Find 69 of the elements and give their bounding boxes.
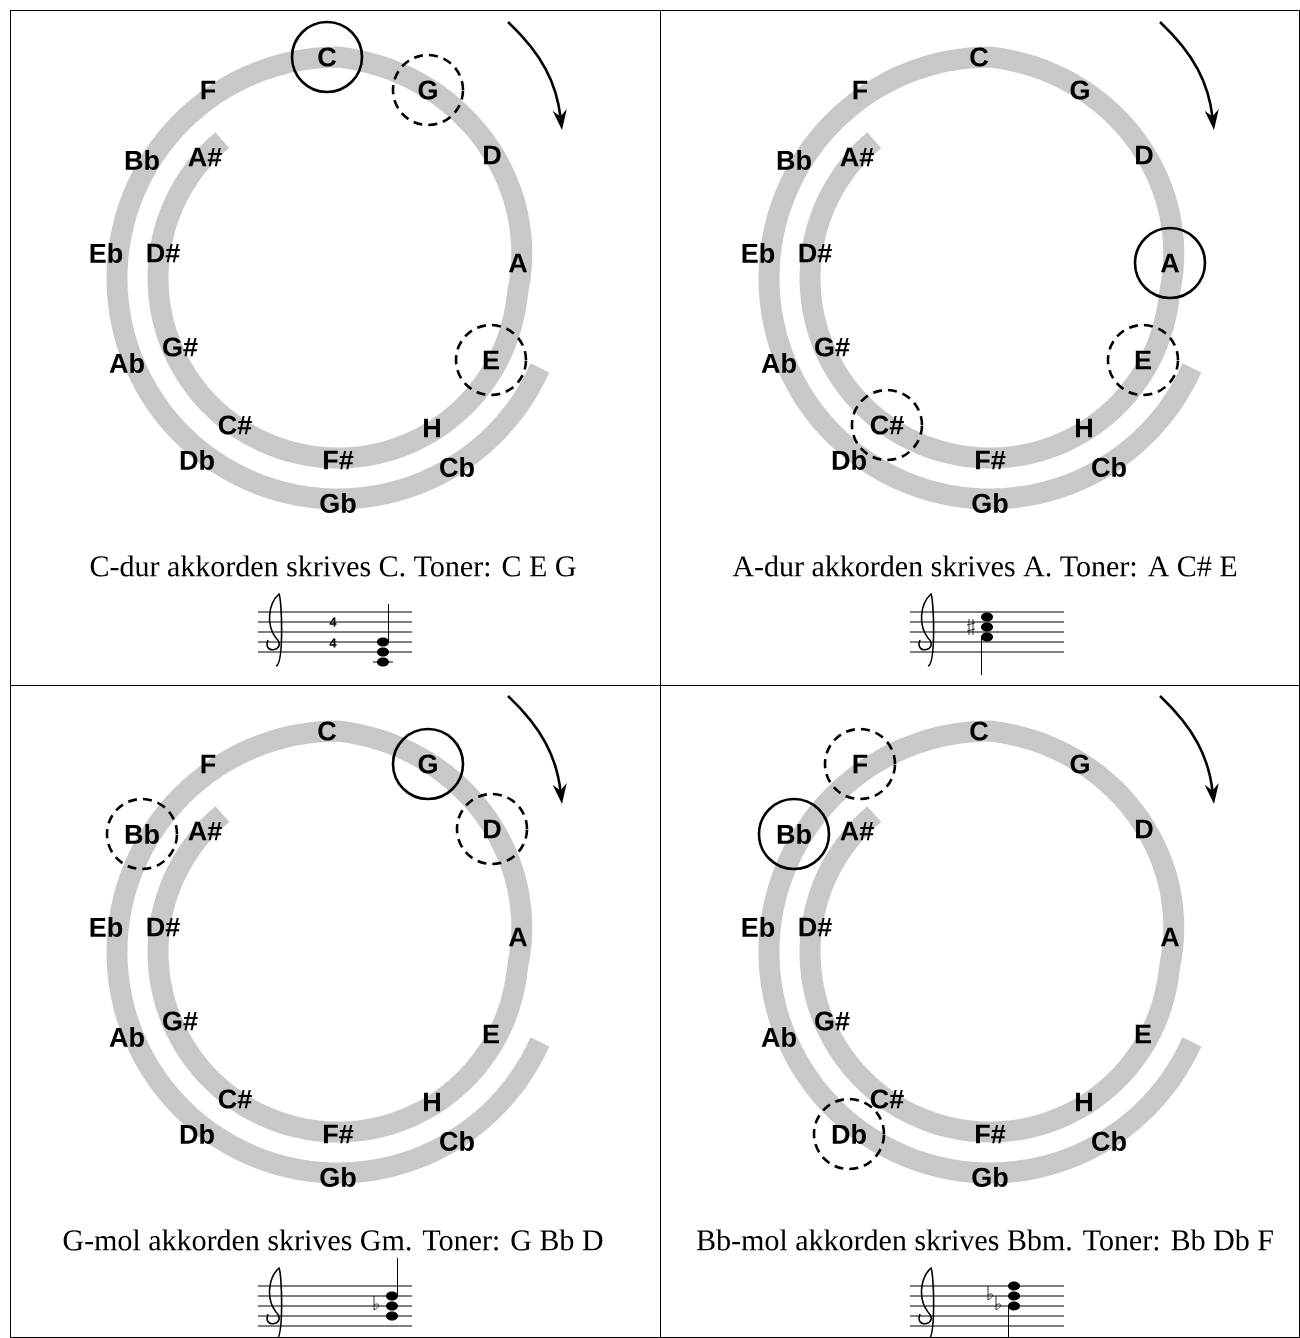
note-label: G	[1070, 80, 1089, 100]
note-label: A	[508, 253, 528, 273]
note-label: D#	[799, 243, 832, 263]
note-label: A#	[840, 147, 874, 167]
note-label: Db	[180, 1124, 214, 1144]
note-label: Gb	[320, 493, 356, 513]
circled-note: G	[391, 727, 465, 801]
note-label: Bb	[777, 150, 811, 170]
note-label: D	[1136, 145, 1153, 165]
note-label: C	[318, 721, 336, 741]
note-label: Db	[180, 450, 214, 470]
circled-note: C	[290, 20, 364, 94]
circled-note: Bb	[757, 797, 831, 871]
note-label: F	[201, 80, 216, 100]
note-label: C	[970, 47, 988, 67]
circled-note: E	[454, 323, 528, 397]
note-label: H	[1076, 418, 1092, 438]
note-label: Eb	[742, 917, 775, 937]
note-label: Eb	[90, 243, 123, 263]
note-label: F#	[324, 1124, 354, 1144]
circled-note: G	[391, 53, 465, 127]
note-label: Ab	[761, 1027, 796, 1047]
note-label: A#	[840, 821, 874, 841]
note-label: G#	[815, 337, 850, 357]
note-label: F#	[976, 450, 1006, 470]
circled-note: D	[455, 792, 529, 866]
note-label: A#	[188, 147, 222, 167]
circled-note: F	[823, 727, 897, 801]
note-label: D#	[799, 917, 832, 937]
note-label: Gb	[320, 1167, 356, 1187]
note-label: F	[853, 80, 868, 100]
note-label: G#	[163, 337, 198, 357]
note-label: F	[201, 754, 216, 774]
note-label: Ab	[109, 353, 144, 373]
note-label: C#	[218, 1089, 252, 1109]
circled-note: Bb	[105, 797, 179, 871]
note-label: C#	[218, 415, 252, 435]
note-label: Cb	[1092, 1131, 1126, 1151]
note-label: Gb	[972, 493, 1008, 513]
note-label: G#	[163, 1011, 198, 1031]
note-label: Bb	[125, 150, 159, 170]
note-label: Cb	[1092, 457, 1126, 477]
note-label: A	[508, 927, 528, 947]
note-label: H	[1076, 1092, 1092, 1112]
time-signature: 4	[329, 617, 337, 627]
note-label: Ab	[761, 353, 796, 373]
circled-note: E	[1106, 323, 1180, 397]
note-label: F#	[324, 450, 354, 470]
note-label: C	[970, 721, 988, 741]
note-label: G	[1070, 754, 1089, 774]
note-label: Ab	[109, 1027, 144, 1047]
note-label: A	[1160, 927, 1180, 947]
note-label: D#	[147, 243, 180, 263]
circled-note: A	[1133, 226, 1207, 300]
note-label: H	[424, 1092, 440, 1112]
time-signature: 4	[329, 638, 337, 648]
note-label: G#	[815, 1011, 850, 1031]
note-label: F#	[976, 1124, 1006, 1144]
note-label: D#	[147, 917, 180, 937]
note-label: Eb	[90, 917, 123, 937]
note-label: Eb	[742, 243, 775, 263]
note-label: Gb	[972, 1167, 1008, 1187]
note-label: Cb	[440, 1131, 474, 1151]
note-label: D	[1136, 819, 1153, 839]
note-label: E	[1135, 1024, 1151, 1044]
note-label: E	[483, 1024, 499, 1044]
note-label: H	[424, 418, 440, 438]
note-label: D	[484, 145, 501, 165]
note-label: Cb	[440, 457, 474, 477]
